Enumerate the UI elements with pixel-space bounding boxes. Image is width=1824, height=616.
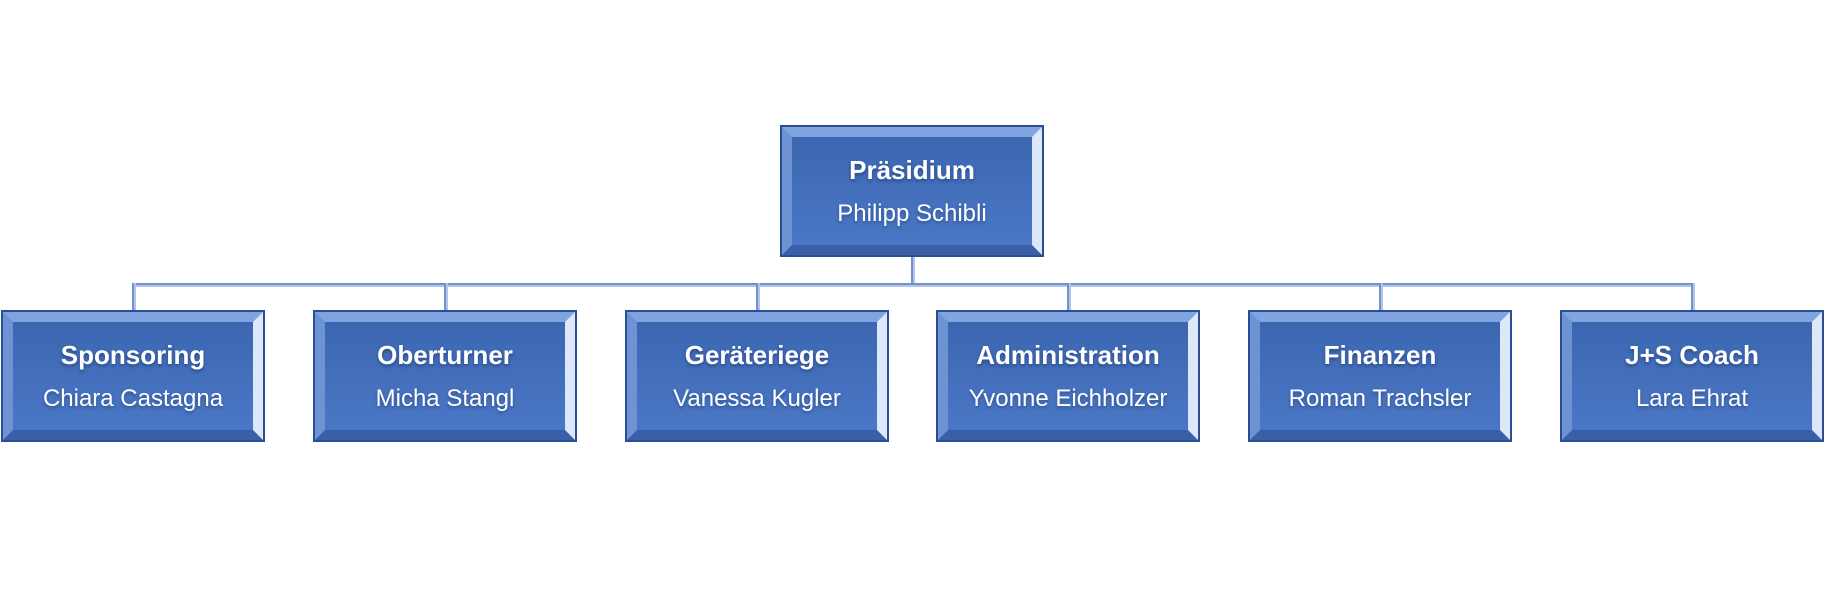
node-title: J+S Coach xyxy=(1625,339,1759,370)
node-person-name: Roman Trachsler xyxy=(1288,384,1472,412)
node-person-name: Vanessa Kugler xyxy=(673,384,841,412)
connector-drop-line-oberturner xyxy=(444,283,446,312)
org-node-administration[interactable]: Administration Yvonne Eichholzer xyxy=(936,310,1200,442)
connector-drop-line-geraeteriege xyxy=(756,283,758,312)
node-person-name: Micha Stangl xyxy=(375,384,515,412)
org-node-oberturner[interactable]: Oberturner Micha Stangl xyxy=(313,310,577,442)
node-title: Administration xyxy=(976,339,1160,370)
node-title: Präsidium xyxy=(849,154,975,185)
node-title: Oberturner xyxy=(377,339,513,370)
node-title: Sponsoring xyxy=(60,339,206,370)
node-person-name: Philipp Schibli xyxy=(837,199,987,227)
connector-drop-line-sponsoring xyxy=(132,283,134,312)
org-node-js-coach[interactable]: J+S Coach Lara Ehrat xyxy=(1560,310,1824,442)
node-title: Geräteriege xyxy=(684,339,830,370)
node-person-name: Lara Ehrat xyxy=(1635,384,1749,412)
org-node-finanzen[interactable]: Finanzen Roman Trachsler xyxy=(1248,310,1512,442)
node-person-name: Yvonne Eichholzer xyxy=(968,384,1168,412)
connector-drop-line-finanzen xyxy=(1379,283,1381,312)
connector-drop-line-administration xyxy=(1067,283,1069,312)
org-node-geraeteriege[interactable]: Geräteriege Vanessa Kugler xyxy=(625,310,889,442)
org-node-praesidium[interactable]: Präsidium Philipp Schibli xyxy=(780,125,1044,257)
connector-drop-line-js-coach xyxy=(1691,283,1693,312)
org-node-sponsoring[interactable]: Sponsoring Chiara Castagna xyxy=(1,310,265,442)
node-title: Finanzen xyxy=(1323,339,1437,370)
connector-bus-line xyxy=(133,283,1692,285)
connector-root-drop-line xyxy=(911,255,913,283)
node-person-name: Chiara Castagna xyxy=(42,384,224,412)
